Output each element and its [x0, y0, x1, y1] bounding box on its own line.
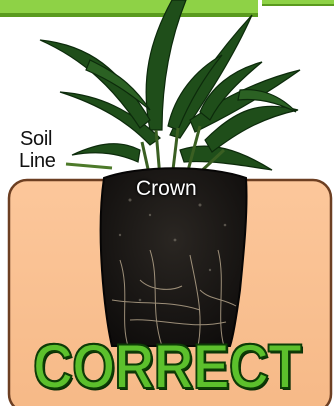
plant-illustration	[40, 0, 300, 170]
soil-line-pointer	[66, 164, 112, 168]
verdict-banner: CORRECT	[20, 334, 314, 400]
soil-line-label-top: Soil	[20, 128, 52, 150]
crown-label: Crown	[136, 177, 197, 201]
soil-line-label-bottom: Line	[19, 150, 56, 172]
